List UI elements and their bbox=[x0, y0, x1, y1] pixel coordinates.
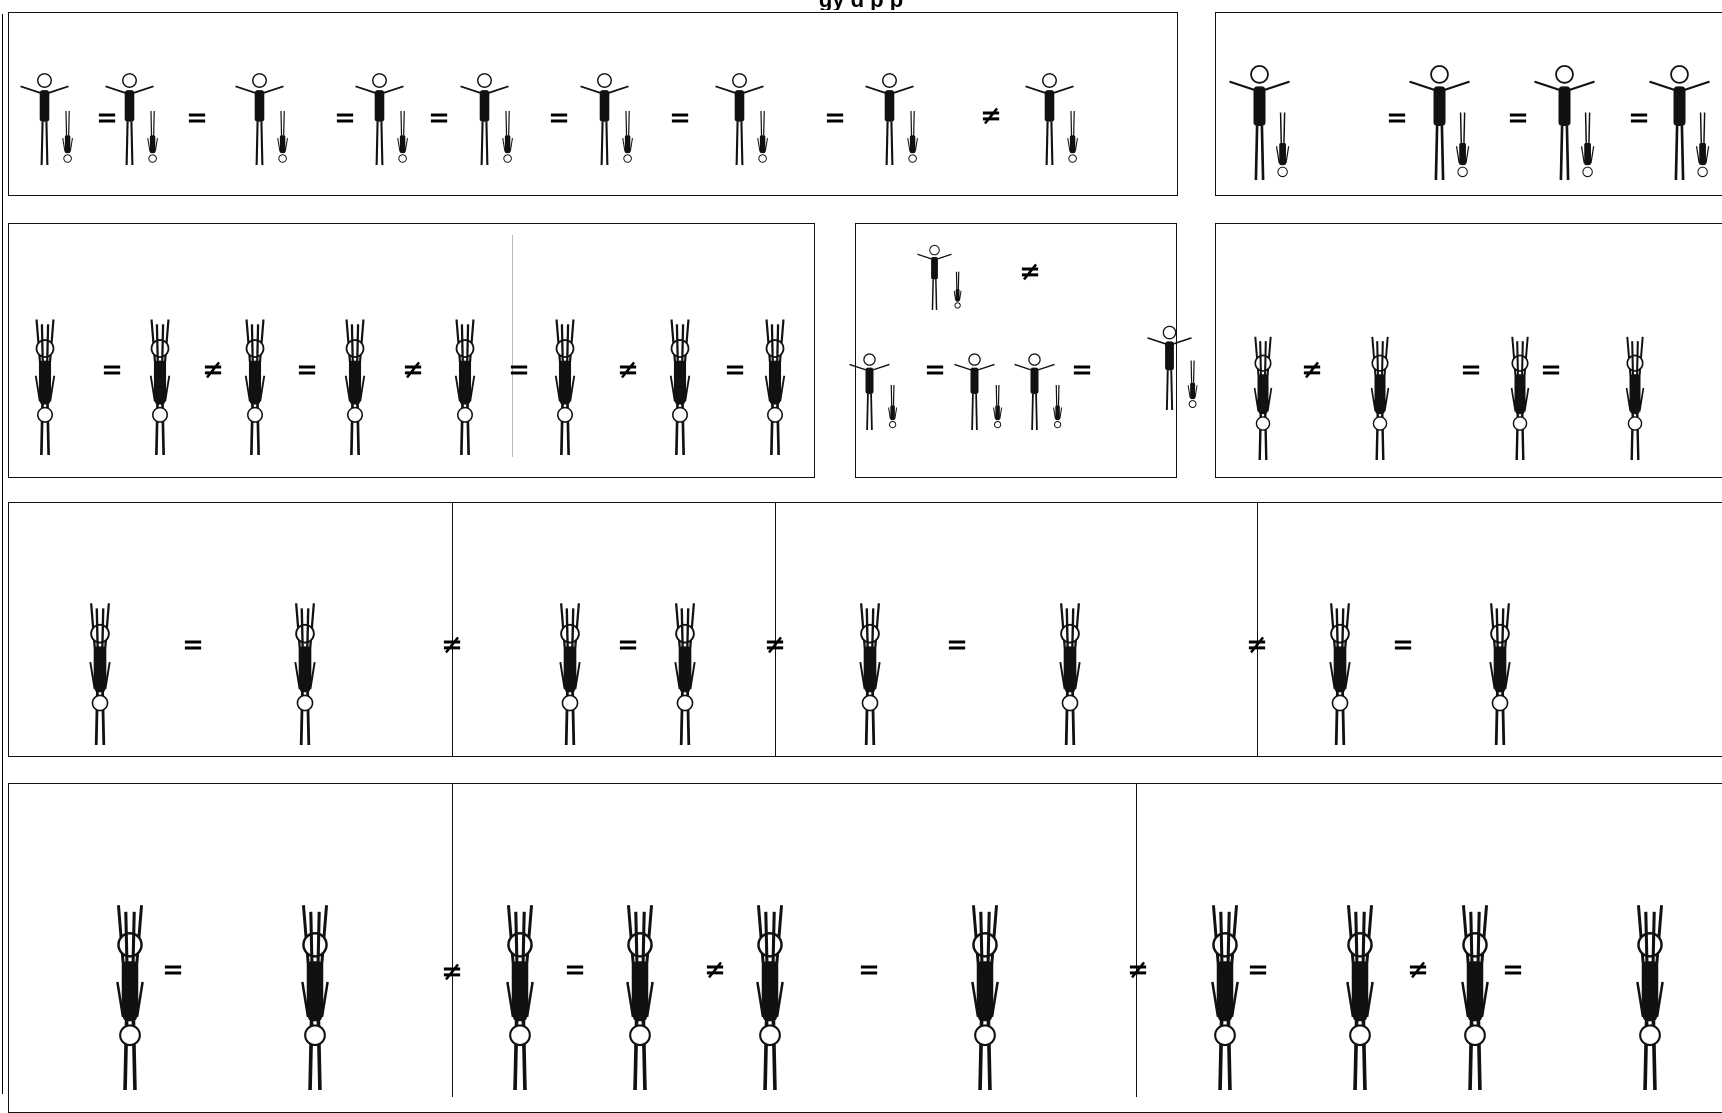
separator-row2 bbox=[512, 235, 513, 457]
gymnast-figure bbox=[1655, 30, 1722, 180]
equal-sign: = bbox=[669, 105, 691, 131]
gymnast-figure bbox=[655, 515, 715, 745]
gymnast-figure bbox=[1233, 260, 1293, 460]
equal-sign: = bbox=[548, 105, 570, 131]
separator-row4-b bbox=[1136, 784, 1137, 1097]
gymnast-figure bbox=[1145, 300, 1215, 410]
not-equal-sign: ≠ bbox=[1019, 259, 1041, 285]
gymnast-figure bbox=[740, 790, 800, 1090]
separator-row4-a bbox=[452, 784, 453, 1097]
gymnast-figure bbox=[1415, 30, 1485, 180]
equal-sign: = bbox=[924, 357, 946, 383]
equal-sign: = bbox=[1507, 105, 1529, 131]
equal-sign: = bbox=[946, 632, 968, 658]
gymnast-figure bbox=[490, 790, 550, 1090]
equal-sign: = bbox=[1386, 105, 1408, 131]
equal-sign: = bbox=[564, 957, 586, 983]
equal-sign: = bbox=[162, 957, 184, 983]
equal-sign: = bbox=[858, 957, 880, 983]
not-equal-sign: ≠ bbox=[1407, 957, 1429, 983]
not-equal-sign: ≠ bbox=[1246, 632, 1268, 658]
gymnast-figure bbox=[100, 790, 160, 1090]
gymnast-figure bbox=[540, 515, 600, 745]
not-equal-sign: ≠ bbox=[1301, 357, 1323, 383]
gymnast-figure bbox=[1605, 260, 1665, 460]
gymnast-figure bbox=[610, 790, 670, 1090]
not-equal-sign: ≠ bbox=[1127, 957, 1149, 983]
gymnast-figure bbox=[865, 45, 935, 165]
not-equal-sign: ≠ bbox=[202, 357, 224, 383]
gymnast-figure bbox=[1235, 30, 1305, 180]
gymnast-figure bbox=[1445, 790, 1505, 1090]
not-equal-sign: ≠ bbox=[617, 357, 639, 383]
equal-sign: = bbox=[824, 105, 846, 131]
equal-sign: = bbox=[1628, 105, 1650, 131]
not-equal-sign: ≠ bbox=[402, 357, 424, 383]
equal-sign: = bbox=[1460, 357, 1482, 383]
not-equal-sign: ≠ bbox=[704, 957, 726, 983]
gymnast-figure bbox=[580, 45, 650, 165]
gymnast-figure bbox=[1330, 790, 1390, 1090]
gymnast-figure bbox=[1025, 45, 1095, 165]
gymnast-figure bbox=[1620, 790, 1680, 1090]
gymnast-figure bbox=[535, 235, 595, 455]
gymnast-figure bbox=[70, 515, 130, 745]
gymnast-figure bbox=[275, 515, 335, 745]
not-equal-sign: ≠ bbox=[441, 632, 463, 658]
not-equal-sign: ≠ bbox=[980, 103, 1002, 129]
equal-sign: = bbox=[334, 105, 356, 131]
gymnast-figure bbox=[715, 45, 785, 165]
equal-sign: = bbox=[101, 357, 123, 383]
equal-sign: = bbox=[1071, 357, 1093, 383]
gymnast-figure bbox=[1540, 30, 1610, 180]
gymnast-figure bbox=[355, 45, 425, 165]
gymnast-figure bbox=[1350, 260, 1410, 460]
gymnast-figure bbox=[235, 45, 305, 165]
gymnast-figure bbox=[1040, 515, 1100, 745]
equal-sign: = bbox=[508, 357, 530, 383]
gymnast-figure bbox=[225, 235, 285, 455]
equal-sign: = bbox=[1502, 957, 1524, 983]
not-equal-sign: ≠ bbox=[764, 632, 786, 658]
equal-sign: = bbox=[724, 357, 746, 383]
equal-sign: = bbox=[186, 105, 208, 131]
gymnast-figure bbox=[1010, 330, 1080, 430]
gymnast-figure bbox=[1195, 790, 1255, 1090]
gymnast-figure bbox=[285, 790, 345, 1090]
equal-sign: = bbox=[617, 632, 639, 658]
equal-sign: = bbox=[182, 632, 204, 658]
gymnast-figure bbox=[745, 235, 805, 455]
gymnast-figure bbox=[845, 330, 915, 430]
gymnast-figure bbox=[325, 235, 385, 455]
gymnast-figure bbox=[460, 45, 530, 165]
gymnast-figure bbox=[130, 235, 190, 455]
equal-sign: = bbox=[1540, 357, 1562, 383]
gymnast-figure bbox=[435, 235, 495, 455]
equal-sign: = bbox=[428, 105, 450, 131]
equal-sign: = bbox=[1392, 632, 1414, 658]
gymnast-figure bbox=[15, 235, 75, 455]
gymnast-figure bbox=[955, 790, 1015, 1090]
gymnast-figure bbox=[20, 45, 90, 165]
not-equal-sign: ≠ bbox=[441, 959, 463, 985]
equal-sign: = bbox=[96, 105, 118, 131]
gymnast-figure bbox=[910, 225, 980, 310]
gymnast-figure bbox=[650, 235, 710, 455]
equal-sign: = bbox=[1247, 957, 1269, 983]
gymnast-figure bbox=[1310, 515, 1370, 745]
page-title: gy d p p bbox=[0, 0, 1722, 10]
left-border-line bbox=[2, 14, 3, 1094]
gymnast-figure bbox=[840, 515, 900, 745]
gymnast-figure bbox=[1470, 515, 1530, 745]
equal-sign: = bbox=[296, 357, 318, 383]
title-strip: gy d p p bbox=[0, 0, 1722, 10]
